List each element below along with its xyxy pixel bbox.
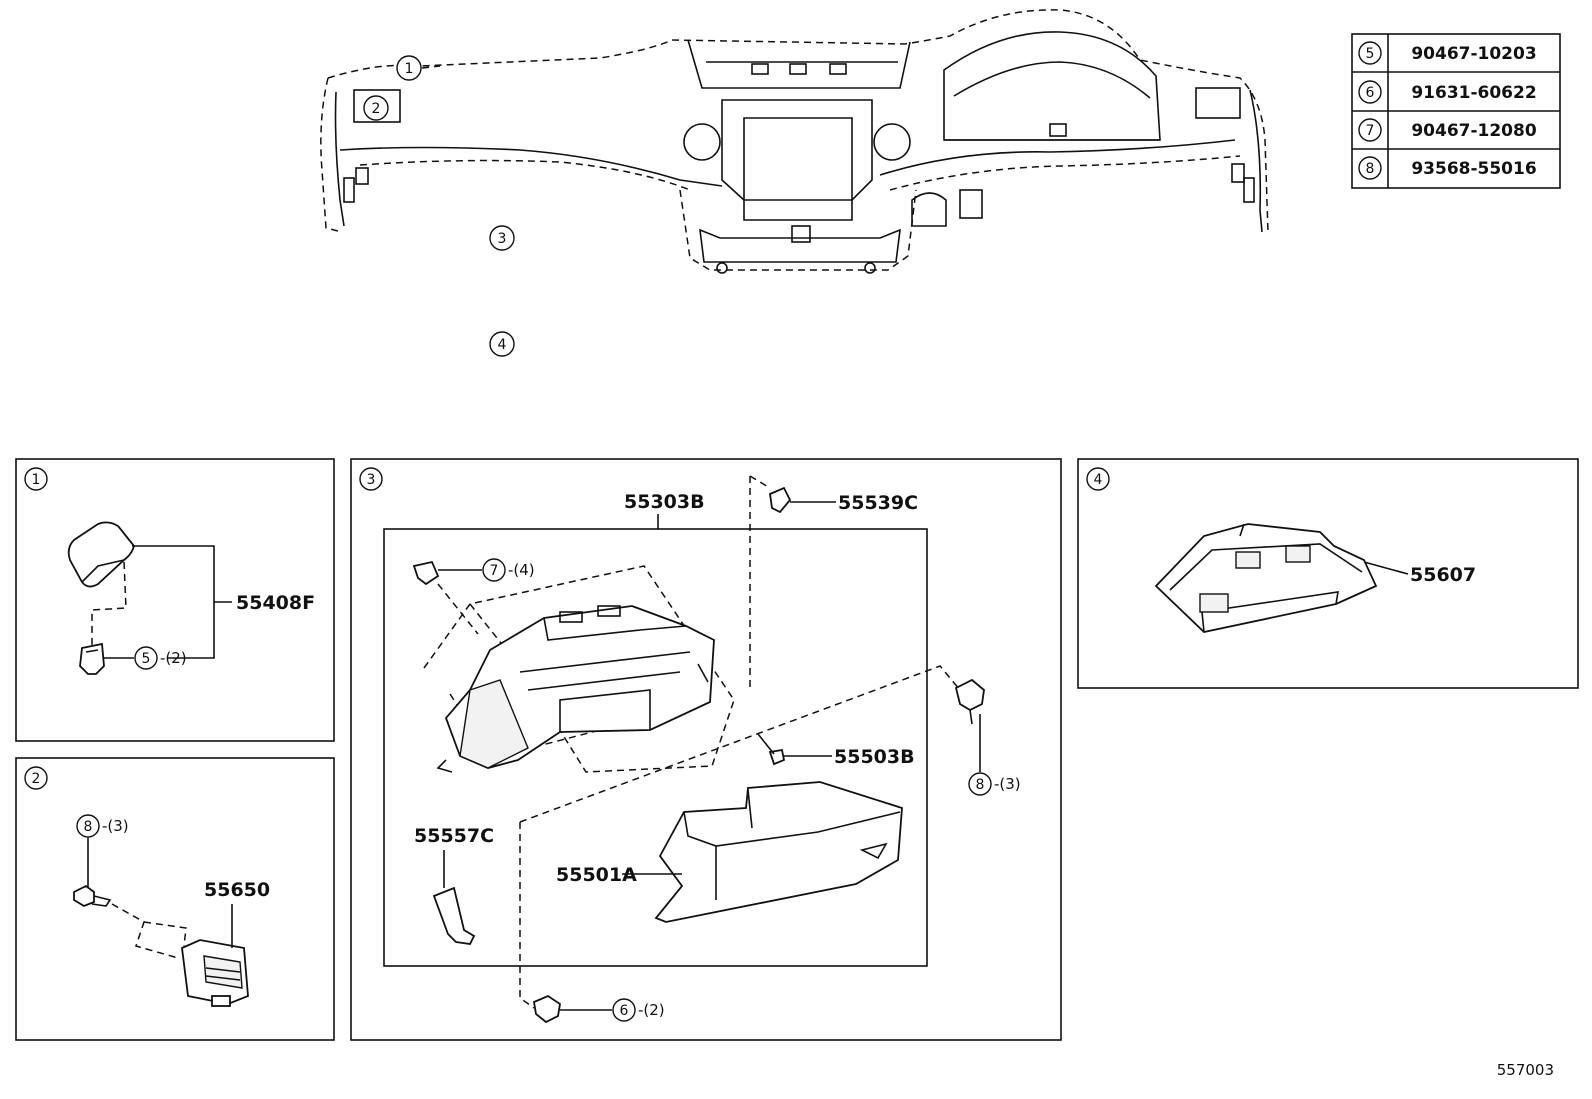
part-number-label[interactable]: 55503B xyxy=(834,746,915,768)
svg-text:-(2): -(2) xyxy=(160,649,187,667)
svg-text:5: 5 xyxy=(142,651,151,667)
svg-text:2: 2 xyxy=(32,771,41,787)
table-row[interactable]: 7 90467-12080 xyxy=(1358,118,1537,142)
detail-panel-3: 3 55303B 55539C 7 -(4) xyxy=(350,458,1062,1041)
overview-callout-3[interactable]: 3 xyxy=(489,225,515,251)
table-row[interactable]: 5 90467-10203 xyxy=(1358,41,1537,65)
svg-text:6: 6 xyxy=(620,1003,629,1019)
clip-callout[interactable]: 5 -(2) xyxy=(134,646,187,670)
bolt-callout[interactable]: 6 -(2) xyxy=(612,998,665,1022)
screw-part[interactable] xyxy=(954,678,985,712)
panel-number: 2 xyxy=(24,766,48,790)
svg-text:5: 5 xyxy=(1366,46,1375,62)
part-number-label[interactable]: 55501A xyxy=(556,864,637,886)
panel-part[interactable] xyxy=(1154,523,1378,633)
screw-part[interactable] xyxy=(73,884,95,908)
svg-text:6: 6 xyxy=(1366,85,1375,101)
svg-text:8: 8 xyxy=(976,777,985,793)
clip-part[interactable] xyxy=(79,642,105,675)
svg-text:1: 1 xyxy=(32,472,41,488)
panel-number: 3 xyxy=(359,467,383,491)
svg-text:-(3): -(3) xyxy=(994,775,1021,793)
part-number-label[interactable]: 55557C xyxy=(414,825,494,847)
screw-callout[interactable]: 8 -(3) xyxy=(968,772,1021,796)
reference-table: 5 90467-10203 6 91631-60622 7 90467-1208… xyxy=(1351,33,1561,189)
part-number-label[interactable]: 55650 xyxy=(204,879,270,901)
svg-text:-(3): -(3) xyxy=(102,817,129,835)
part-number-label[interactable]: 55607 xyxy=(1410,564,1476,586)
svg-text:-(4): -(4) xyxy=(508,561,535,579)
svg-text:4: 4 xyxy=(498,337,507,353)
detail-panel-1: 1 5 -(2) 55408F xyxy=(15,458,335,742)
svg-text:3: 3 xyxy=(498,231,507,247)
glove-box-part[interactable] xyxy=(654,781,903,923)
svg-text:90467-12080: 90467-12080 xyxy=(1411,121,1537,141)
svg-text:-(2): -(2) xyxy=(638,1001,665,1019)
illustration-code: 557003 xyxy=(1497,1061,1554,1079)
svg-text:93568-55016: 93568-55016 xyxy=(1411,159,1536,179)
nut-part[interactable] xyxy=(412,560,440,586)
svg-text:2: 2 xyxy=(372,101,381,117)
svg-text:1: 1 xyxy=(405,61,414,77)
nut-callout[interactable]: 7 -(4) xyxy=(482,558,535,582)
svg-text:91631-60622: 91631-60622 xyxy=(1411,83,1536,103)
svg-text:3: 3 xyxy=(367,472,376,488)
overview-callout-1[interactable]: 1 xyxy=(396,55,422,81)
clip-part[interactable] xyxy=(769,486,792,514)
panel-number: 1 xyxy=(24,467,48,491)
detail-panel-2: 2 8 -(3) 55650 xyxy=(15,757,335,1041)
table-row[interactable]: 6 91631-60622 xyxy=(1358,80,1537,104)
bolt-part[interactable] xyxy=(532,994,561,1024)
svg-text:7: 7 xyxy=(1366,123,1375,139)
panel-number: 4 xyxy=(1086,467,1110,491)
overview-callout-4[interactable]: 4 xyxy=(489,331,515,357)
svg-text:8: 8 xyxy=(1366,161,1375,177)
svg-text:90467-10203: 90467-10203 xyxy=(1411,44,1536,64)
svg-text:7: 7 xyxy=(490,563,499,579)
part-number-label[interactable]: 55303B xyxy=(624,491,705,513)
svg-text:4: 4 xyxy=(1094,472,1103,488)
table-row[interactable]: 8 93568-55016 xyxy=(1358,156,1537,180)
part-number-label[interactable]: 55539C xyxy=(838,492,918,514)
damper-part[interactable] xyxy=(432,886,476,945)
screw-callout[interactable]: 8 -(3) xyxy=(76,814,129,838)
overview-callout-2[interactable]: 2 xyxy=(363,95,389,121)
svg-text:8: 8 xyxy=(84,819,93,835)
instrument-panel-overview xyxy=(320,9,1269,274)
detail-panel-4: 4 55607 xyxy=(1077,458,1579,689)
part-number-label[interactable]: 55408F xyxy=(236,592,315,614)
